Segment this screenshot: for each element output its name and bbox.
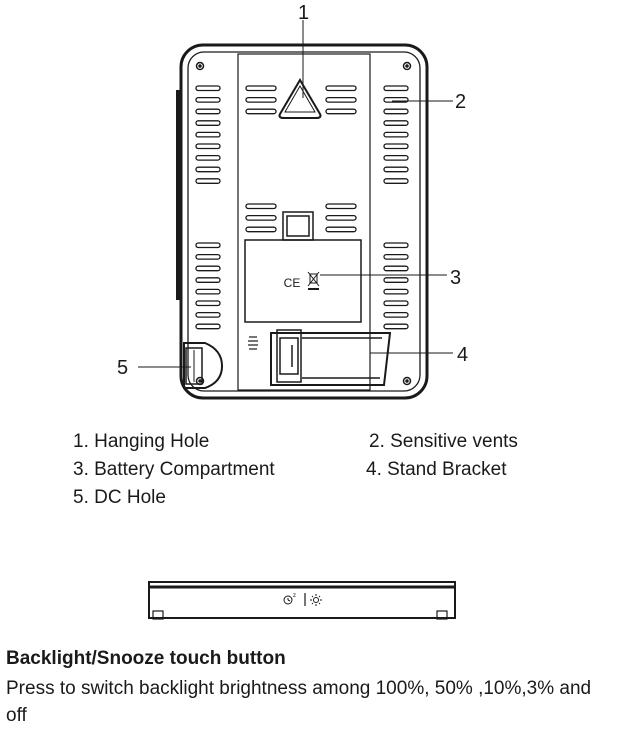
vent-slot xyxy=(195,154,221,161)
dc-hole xyxy=(183,342,224,389)
hanging-hole xyxy=(278,78,322,119)
screw-icons xyxy=(195,61,412,386)
vent-slot xyxy=(245,226,277,233)
center-panel xyxy=(237,53,371,391)
sensitive-vents xyxy=(195,85,409,330)
stand-bracket xyxy=(270,329,392,386)
vent-slot xyxy=(383,265,409,272)
vent-slot xyxy=(195,300,221,307)
vent-slot xyxy=(195,143,221,150)
vent-slot xyxy=(325,214,357,221)
weee-bin-icon xyxy=(307,271,320,290)
snooze-icon xyxy=(283,595,293,605)
callout-4: 4 xyxy=(457,344,468,366)
legend-item-3: 3. Battery Compartment xyxy=(73,459,275,480)
vent-slot xyxy=(383,323,409,330)
vent-slot xyxy=(195,166,221,173)
vent-slot xyxy=(383,242,409,249)
device-body xyxy=(179,43,429,400)
vent-slot xyxy=(325,108,357,115)
vent-slot xyxy=(195,131,221,138)
vent-slot xyxy=(383,96,409,103)
vent-slot xyxy=(325,96,357,103)
vent-slot xyxy=(195,277,221,283)
callout-3: 3 xyxy=(450,267,461,289)
ce-mark: CE xyxy=(284,276,301,290)
vent-slot xyxy=(195,96,221,103)
device-back-diagram: CE 1 2 3 4 5 xyxy=(117,2,468,400)
vent-slot xyxy=(245,214,277,221)
callout-1: 1 xyxy=(298,2,309,24)
vent-slot xyxy=(195,108,221,115)
callout-lines xyxy=(138,20,453,368)
vent-slot xyxy=(195,242,221,249)
vent-slot xyxy=(195,323,221,330)
vent-slot xyxy=(383,131,409,138)
vent-slot xyxy=(195,311,221,318)
vent-slot xyxy=(383,143,409,150)
side-edge xyxy=(176,90,182,300)
backlight-sun-icon xyxy=(310,594,322,606)
battery-compartment xyxy=(244,239,362,323)
vent-slot xyxy=(245,85,277,92)
vent-slot xyxy=(383,253,409,260)
vent-slot xyxy=(383,154,409,161)
device-body-inner xyxy=(187,51,421,392)
vent-slot xyxy=(383,85,409,92)
vent-slot xyxy=(325,85,357,92)
vent-slot xyxy=(195,85,221,92)
vent-slot xyxy=(383,120,409,126)
vent-slot xyxy=(245,96,277,103)
device-top-edge: z xyxy=(148,581,456,620)
vent-slot xyxy=(195,288,221,295)
legend-item-5: 5. DC Hole xyxy=(73,487,166,508)
vent-slot xyxy=(383,300,409,307)
vent-slot xyxy=(195,120,221,126)
vent-slot xyxy=(383,178,409,184)
callout-2: 2 xyxy=(455,91,466,113)
button-section-description: Press to switch backlight brightness amo… xyxy=(6,678,592,726)
vent-slot xyxy=(383,311,409,318)
vent-slot xyxy=(383,108,409,115)
speaker-mark xyxy=(248,336,258,350)
legend-item-4: 4. Stand Bracket xyxy=(366,459,507,480)
vent-slot xyxy=(383,277,409,283)
button-section-heading: Backlight/Snooze touch button xyxy=(6,648,286,669)
vent-slot xyxy=(245,203,277,210)
vent-slot xyxy=(325,203,357,210)
snooze-z: z xyxy=(293,593,296,599)
vent-slot xyxy=(325,226,357,233)
legend-item-2: 2. Sensitive vents xyxy=(369,431,518,452)
vent-slot xyxy=(195,253,221,260)
vent-slot xyxy=(383,166,409,173)
legend-item-1: 1. Hanging Hole xyxy=(73,431,210,452)
vent-slot xyxy=(195,178,221,184)
vent-slot xyxy=(195,265,221,272)
callout-5: 5 xyxy=(117,357,128,379)
vent-slot xyxy=(245,108,277,115)
vent-slot xyxy=(383,288,409,295)
